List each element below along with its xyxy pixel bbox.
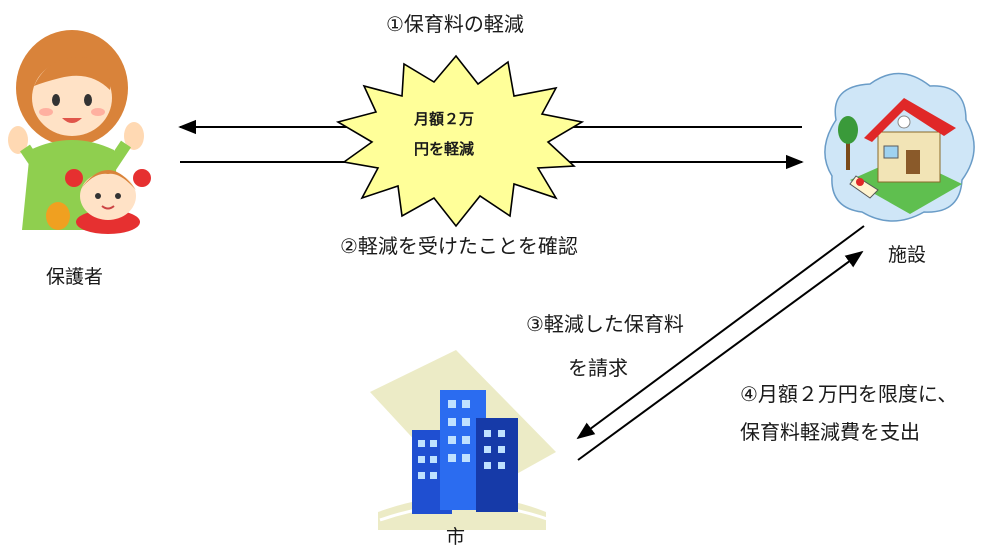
arrow-to-facility-payment (577, 250, 864, 461)
guardian-label: 保護者 (46, 266, 104, 288)
starburst-text-line1: 月額２万 (414, 110, 475, 128)
step1-label: ①保育料の軽減 (386, 12, 524, 36)
house-icon (824, 72, 975, 222)
arrow-to-city (576, 225, 865, 440)
city-label: 市 (446, 526, 466, 548)
step3-label-line2: を請求 (568, 356, 628, 380)
starburst-shape (335, 54, 585, 228)
starburst-text-line2: 円を軽減 (414, 140, 475, 158)
mother-and-child-icon (8, 30, 151, 234)
facility-label: 施設 (888, 244, 927, 266)
step4-label-line1: ④月額２万円を限度に、 (740, 382, 958, 406)
step2-label: ②軽減を受けたことを確認 (340, 234, 578, 258)
step3-label-line1: ③軽減した保育料 (526, 312, 684, 336)
city-buildings-icon (370, 350, 556, 530)
step4-label-line2: 保育料軽減費を支出 (740, 420, 920, 444)
